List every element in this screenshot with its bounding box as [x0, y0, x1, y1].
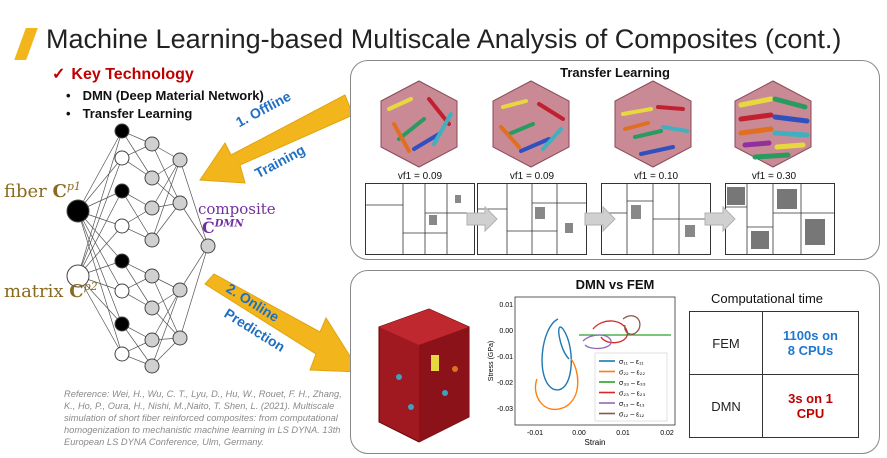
matrix-label: matrix Cp2: [4, 280, 98, 302]
ytick-4: -0.03: [497, 406, 513, 413]
vf-label-1: vf1 = 0.09: [397, 171, 443, 182]
microstructure-cube-4: [734, 80, 812, 168]
partition-diagram-4: [725, 183, 835, 255]
method-fem: FEM: [689, 311, 763, 375]
bullet-transfer-learning: Transfer Learning: [66, 106, 193, 121]
online-prediction-arrow: [204, 273, 361, 373]
legend-label-2: σ₃₃ – ε₃₃: [619, 380, 646, 387]
xtick-0: -0.01: [527, 430, 543, 437]
plot-ylabel: Stress (GPa): [488, 341, 495, 381]
stress-strain-plot: σ₁₁ – ε₁₁ σ₂₂ – ε₂₂ σ₃₃ – ε₃₃ σ₂₃ – ε₂₃ σ₁₃ …: [488, 296, 676, 447]
xtick-1: 0.00: [572, 430, 586, 437]
series-23: [592, 320, 628, 344]
series-11: [541, 318, 572, 391]
vf-label-4: vf1 = 0.30: [751, 171, 797, 182]
series-22: [534, 358, 579, 410]
fem-rve-model: [378, 308, 470, 443]
plot-xlabel: Strain: [585, 438, 606, 447]
composite-symbol-label: C̄DMN: [202, 218, 244, 237]
composite-superscript: DMN: [214, 218, 244, 230]
table-row-fem: FEM 1100s on 8 CPUs: [689, 311, 859, 375]
dmn-time-line1: 3s on 1: [788, 391, 833, 406]
title-accent-bar: [14, 28, 38, 60]
matrix-input-node: [66, 264, 90, 288]
fiber-text: fiber: [4, 181, 47, 202]
network-diagram: [66, 123, 216, 374]
composite-label: composite: [198, 200, 276, 218]
fiber-superscript: p1: [66, 180, 81, 193]
ytick-1: 0.00: [499, 328, 513, 335]
series-12: [622, 315, 641, 335]
fem-time-line1: 1100s on: [783, 328, 838, 343]
matrix-text: matrix: [4, 281, 64, 302]
ytick-3: -0.02: [497, 380, 513, 387]
legend-label-0: σ₁₁ – ε₁₁: [619, 359, 644, 366]
fem-time-value: 1100s on 8 CPUs: [762, 311, 859, 375]
key-technology-heading: ✓ Key Technology: [52, 64, 194, 84]
gray-arrow-3: [704, 205, 736, 233]
microstructure-cube-3: [614, 80, 692, 168]
vf-label-3: vf1 = 0.10: [633, 171, 679, 182]
fiber-symbol: C: [52, 181, 67, 202]
reference-citation: Reference: Wei, H., Wu, C. T., Lyu, D., …: [64, 389, 342, 447]
microstructure-cube-1: [380, 80, 458, 168]
fiber-label: fiber Cp1: [4, 180, 81, 202]
network-nodes: [66, 123, 216, 374]
vf-label-2: vf1 = 0.09: [509, 171, 555, 182]
legend-label-1: σ₂₂ – ε₂₂: [619, 370, 645, 377]
gray-arrow-2: [584, 205, 616, 233]
key-technology-label: Key Technology: [71, 66, 194, 83]
checkmark-icon: ✓: [52, 66, 66, 83]
dmn-vs-fem-title: DMN vs FEM: [575, 277, 655, 292]
method-dmn: DMN: [689, 374, 763, 438]
plot-legend-box: [594, 352, 668, 422]
table-row-dmn: DMN 3s on 1 CPU: [689, 374, 859, 438]
plot-legend: σ₁₁ – ε₁₁ σ₂₂ – ε₂₂ σ₃₃ – ε₃₃ σ₂₃ – ε₂₃ σ₁₃ …: [599, 359, 646, 419]
fiber-input-node: [66, 199, 90, 223]
transfer-learning-title: Transfer Learning: [560, 65, 670, 80]
ytick-0: 0.01: [499, 302, 513, 309]
gray-arrow-1: [466, 205, 498, 233]
partition-diagram-3: [601, 183, 711, 255]
xtick-3: 0.02: [660, 430, 674, 437]
fem-time-line2: 8 CPUs: [787, 343, 834, 358]
partition-diagram-1: [365, 183, 475, 255]
bullet-dmn: DMN (Deep Material Network): [66, 88, 264, 103]
offline-training-arrow: [199, 94, 354, 184]
legend-label-3: σ₂₃ – ε₂₃: [619, 391, 646, 398]
microstructure-cube-2: [492, 80, 570, 168]
transfer-learning-panel: Transfer Learning: [350, 60, 880, 260]
legend-label-5: σ₁₂ – ε₁₂: [619, 412, 645, 419]
ytick-2: -0.01: [497, 354, 513, 361]
series-13: [582, 334, 612, 350]
slide-title: Machine Learning-based Multiscale Analys…: [46, 24, 842, 54]
matrix-superscript: p2: [83, 280, 98, 293]
dmn-time-line2: CPU: [796, 406, 825, 421]
composite-symbol: C̄: [202, 218, 215, 237]
xtick-2: 0.01: [616, 430, 630, 437]
computational-time-table: FEM 1100s on 8 CPUs DMN 3s on 1 CPU: [689, 311, 859, 438]
computational-time-title: Computational time: [711, 291, 823, 306]
network-edges: [77, 130, 209, 367]
legend-label-4: σ₁₃ – ε₁₃: [619, 401, 645, 408]
matrix-symbol: C: [69, 281, 84, 302]
composite-output-node: [200, 238, 216, 254]
dmn-time-value: 3s on 1 CPU: [762, 374, 859, 438]
